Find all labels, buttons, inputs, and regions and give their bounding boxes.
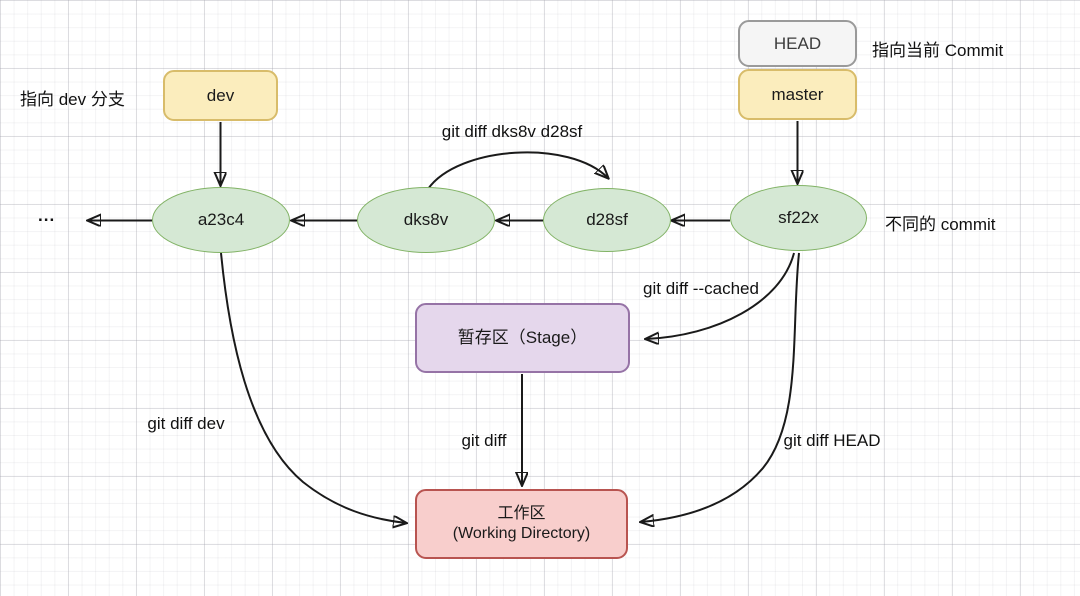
diff-cached-label: git diff --cached <box>643 279 759 298</box>
master-label: master <box>771 84 824 104</box>
diff-head-label: git diff HEAD <box>783 431 881 450</box>
commit-node-sf22x: sf22x <box>730 185 867 251</box>
commit-node-a23c4: a23c4 <box>152 187 290 253</box>
diff-dev-label: git diff dev <box>147 414 225 433</box>
dev-pointer-note: 指向 dev 分支 <box>20 90 125 109</box>
stage-label: 暂存区（Stage） <box>457 328 588 348</box>
commit-label: d28sf <box>586 210 628 230</box>
dev-branch-box: dev <box>163 70 278 121</box>
dev-label: dev <box>206 85 235 105</box>
diff-plain-label: git diff <box>461 431 507 450</box>
master-branch-box: master <box>738 69 857 120</box>
commit-node-dks8v: dks8v <box>357 187 495 253</box>
commit-node-d28sf: d28sf <box>543 188 671 252</box>
commit-label: dks8v <box>403 210 449 230</box>
working-directory-box: 工作区 (Working Directory) <box>415 489 628 559</box>
head-pointer-note: 指向当前 Commit <box>872 41 1004 60</box>
head-pointer-box: HEAD <box>738 20 857 67</box>
arrow-diff-dev <box>220 252 406 523</box>
commit-label: sf22x <box>778 208 819 228</box>
workdir-label-line1: 工作区 <box>497 505 546 522</box>
workdir-label-line2: (Working Directory) <box>452 525 591 542</box>
head-label: HEAD <box>773 33 822 53</box>
arrow-diff-commits <box>427 151 608 190</box>
diff-commits-label: git diff dks8v d28sf <box>441 122 583 141</box>
older-commits-ellipsis: ... <box>38 206 56 225</box>
commit-label: a23c4 <box>197 210 245 230</box>
different-commit-note: 不同的 commit <box>885 215 996 234</box>
stage-box: 暂存区（Stage） <box>415 303 630 373</box>
